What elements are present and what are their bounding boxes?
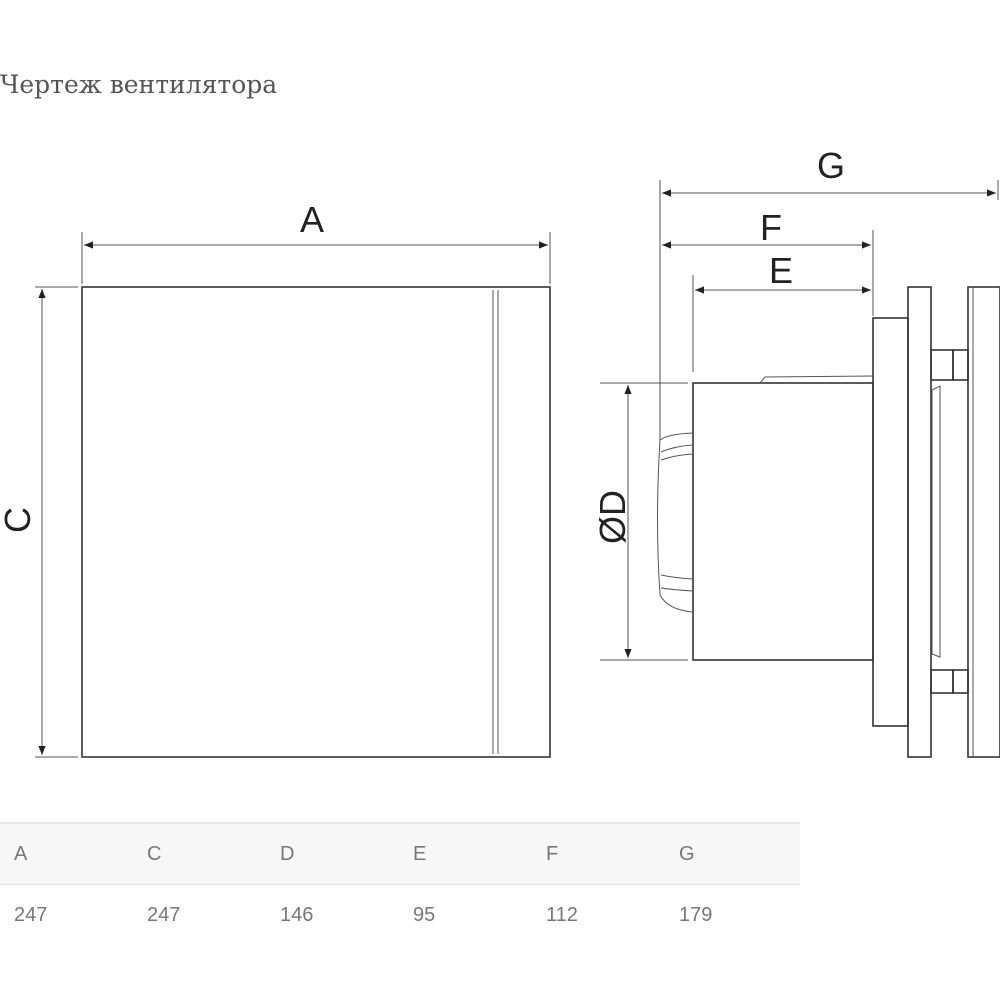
header-g: G	[679, 842, 695, 865]
dimensions-table: A C D E F G 247 247 146 95 112 179	[0, 822, 800, 945]
front-view: A C	[0, 199, 551, 758]
header-e: E	[413, 842, 427, 865]
label-f: F	[760, 207, 782, 248]
label-g: G	[817, 145, 845, 186]
value-a: 247	[14, 903, 48, 926]
label-d: ØD	[592, 490, 633, 544]
value-g: 179	[679, 903, 713, 926]
page-title: Чертеж вентилятора	[0, 70, 278, 99]
value-d: 146	[280, 903, 314, 926]
table-header-row: A C D E F G	[0, 822, 800, 885]
table-row: 247 247 146 95 112 179	[0, 885, 800, 945]
value-c: 247	[147, 903, 181, 926]
value-f: 112	[546, 903, 578, 926]
label-e: E	[769, 250, 793, 291]
header-a: A	[14, 842, 28, 865]
value-e: 95	[413, 903, 436, 926]
side-view: G F E ØD	[592, 145, 1000, 758]
label-a: A	[300, 199, 324, 240]
label-c: C	[0, 507, 38, 533]
header-f: F	[546, 842, 559, 865]
header-c: C	[147, 842, 162, 865]
header-d: D	[280, 842, 295, 865]
